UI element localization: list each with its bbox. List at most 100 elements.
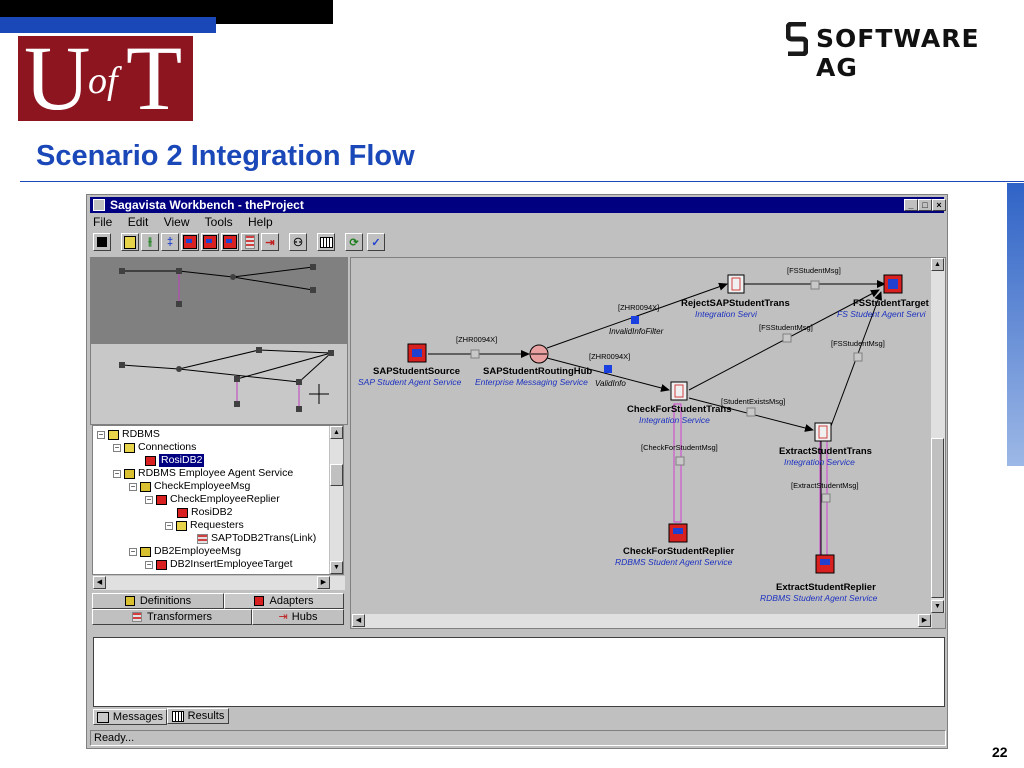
- scroll-down-icon[interactable]: ▼: [931, 600, 944, 613]
- svg-text:SAP Student Agent Service: SAP Student Agent Service: [358, 377, 462, 387]
- save-icon: [97, 237, 107, 247]
- menu-tools[interactable]: Tools: [204, 215, 233, 229]
- tab-messages[interactable]: Messages: [93, 709, 167, 725]
- svg-text:[StudentExistsMsg]: [StudentExistsMsg]: [721, 397, 785, 406]
- tree-node-rdbms[interactable]: −RDBMS: [97, 428, 160, 440]
- binoculars-icon: ⚇: [293, 236, 303, 249]
- label-extract-replier: ExtractStudentReplier: [776, 582, 876, 593]
- collapse-icon[interactable]: −: [129, 481, 137, 491]
- title-divider: [20, 181, 1024, 182]
- agent-replier-icon: [223, 235, 237, 249]
- svg-text:InvalidInfoFilter: InvalidInfoFilter: [609, 327, 664, 336]
- hub-button[interactable]: ⇥: [261, 233, 279, 251]
- move-cursor-icon: [309, 384, 329, 404]
- overview-pane[interactable]: [90, 257, 348, 425]
- folder-icon: [108, 429, 119, 440]
- integration-flow-canvas[interactable]: SAPStudentSource SAPStudentRoutingHub Re…: [350, 257, 946, 629]
- diagram-horizontal-scrollbar[interactable]: ◀ ▶: [351, 613, 932, 628]
- menu-file[interactable]: File: [93, 215, 113, 229]
- collapse-icon[interactable]: −: [97, 429, 105, 439]
- collapse-icon[interactable]: −: [113, 468, 121, 478]
- tree-node-sap-to-db2-trans[interactable]: SAPToDB2Trans(Link): [197, 532, 316, 545]
- scroll-up-icon[interactable]: ▲: [931, 258, 944, 271]
- transformer-button[interactable]: [241, 233, 259, 251]
- svg-text:[ZHR0094X]: [ZHR0094X]: [589, 352, 630, 361]
- agent-source-icon: [183, 235, 197, 249]
- svg-text:Integration Service: Integration Service: [784, 457, 855, 467]
- messages-icon: [96, 711, 109, 723]
- svg-text:[CheckForStudentMsg]: [CheckForStudentMsg]: [641, 443, 718, 452]
- collapse-icon[interactable]: −: [165, 520, 173, 530]
- scroll-up-icon[interactable]: ▲: [330, 426, 343, 439]
- scroll-right-icon[interactable]: ▶: [918, 614, 931, 627]
- merge-button[interactable]: ‡: [161, 233, 179, 251]
- status-bar: Ready...: [90, 730, 946, 746]
- message-icon: [140, 481, 151, 492]
- collapse-icon[interactable]: −: [113, 442, 121, 452]
- grid-button[interactable]: [317, 233, 335, 251]
- results-icon: [171, 710, 184, 722]
- tree-node-connections[interactable]: −Connections: [113, 441, 197, 453]
- agent-source-button[interactable]: [181, 233, 199, 251]
- tree-scroll-thumb[interactable]: [330, 464, 343, 486]
- diagram-vertical-scrollbar[interactable]: ▲ ▼: [930, 258, 945, 613]
- database-button[interactable]: [121, 233, 139, 251]
- agent-replier-button[interactable]: [221, 233, 239, 251]
- tree-vertical-scrollbar[interactable]: ▲ ▼: [329, 426, 343, 574]
- tree-node-rosidb2-child[interactable]: RosiDB2: [177, 506, 232, 519]
- minimize-button[interactable]: _: [904, 199, 918, 211]
- menu-view[interactable]: View: [163, 215, 190, 229]
- tree-node-rosidb2[interactable]: RosiDB2: [145, 454, 205, 467]
- label-reject-trans: RejectSAPStudentTrans: [681, 298, 790, 309]
- collapse-icon[interactable]: −: [145, 559, 153, 569]
- tree-node-check-employee-replier[interactable]: −CheckEmployeeReplier: [145, 493, 280, 505]
- diagram-scroll-thumb[interactable]: [931, 438, 944, 598]
- tab-definitions[interactable]: Definitions: [92, 593, 224, 609]
- menu-help[interactable]: Help: [248, 215, 273, 229]
- tree-horizontal-scrollbar[interactable]: ◀ ▶: [92, 575, 345, 590]
- validate-button[interactable]: ✓: [367, 233, 385, 251]
- save-button[interactable]: [93, 233, 111, 251]
- find-button[interactable]: ⚇: [289, 233, 307, 251]
- transformers-icon: [132, 612, 142, 622]
- tree-node-db2-insert-employee-target[interactable]: −DB2InsertEmployeeTarget: [145, 558, 293, 570]
- collapse-icon[interactable]: −: [145, 494, 153, 504]
- page-number: 22: [992, 744, 1008, 760]
- node-extract-trans-icon: [814, 422, 832, 442]
- maximize-button[interactable]: □: [918, 199, 932, 211]
- node-sap-student-source-icon: [407, 343, 427, 363]
- svg-text:RDBMS Student Agent Service: RDBMS Student Agent Service: [760, 593, 878, 603]
- scroll-left-icon[interactable]: ◀: [93, 576, 106, 589]
- refresh-button[interactable]: ⟳: [345, 233, 363, 251]
- definitions-icon: [124, 596, 135, 606]
- scroll-down-icon[interactable]: ▼: [330, 561, 343, 574]
- close-button[interactable]: ×: [932, 199, 946, 211]
- scroll-left-icon[interactable]: ◀: [352, 614, 365, 627]
- tab-hubs[interactable]: ⇥Hubs: [252, 609, 344, 625]
- window-title: Sagavista Workbench - theProject: [110, 198, 304, 212]
- tab-results[interactable]: Results: [167, 708, 229, 724]
- tree-node-check-employee-msg[interactable]: −CheckEmployeeMsg: [129, 480, 251, 492]
- collapse-icon[interactable]: −: [129, 546, 137, 556]
- scroll-right-icon[interactable]: ▶: [317, 576, 330, 589]
- label-sap-source: SAPStudentSource: [373, 366, 460, 377]
- label-check-replier: CheckForStudentReplier: [623, 546, 735, 557]
- project-tree[interactable]: −RDBMS −Connections RosiDB2 −RDBMS Emplo…: [92, 425, 344, 575]
- split-button[interactable]: ⫲: [141, 233, 159, 251]
- transformer-icon: [197, 533, 208, 544]
- window-titlebar[interactable]: Sagavista Workbench - theProject _ □ ×: [90, 197, 946, 213]
- tab-adapters[interactable]: Adapters: [224, 593, 344, 609]
- node-check-trans-icon: [670, 381, 688, 401]
- connection-icon: [177, 507, 188, 518]
- adapters-icon: [254, 596, 265, 606]
- tree-node-requesters[interactable]: −Requesters: [165, 519, 244, 531]
- tree-node-db2-employee-msg[interactable]: −DB2EmployeeMsg: [129, 545, 241, 557]
- top-blue-bar: [0, 17, 216, 33]
- grid-icon: [319, 236, 333, 248]
- messages-pane[interactable]: [93, 637, 945, 707]
- tab-transformers[interactable]: Transformers: [92, 609, 252, 625]
- agent-target-button[interactable]: [201, 233, 219, 251]
- svg-text:[ZHR0094X]: [ZHR0094X]: [456, 335, 497, 344]
- tree-node-rdbms-employee-agent[interactable]: −RDBMS Employee Agent Service: [113, 467, 294, 479]
- menu-edit[interactable]: Edit: [127, 215, 149, 229]
